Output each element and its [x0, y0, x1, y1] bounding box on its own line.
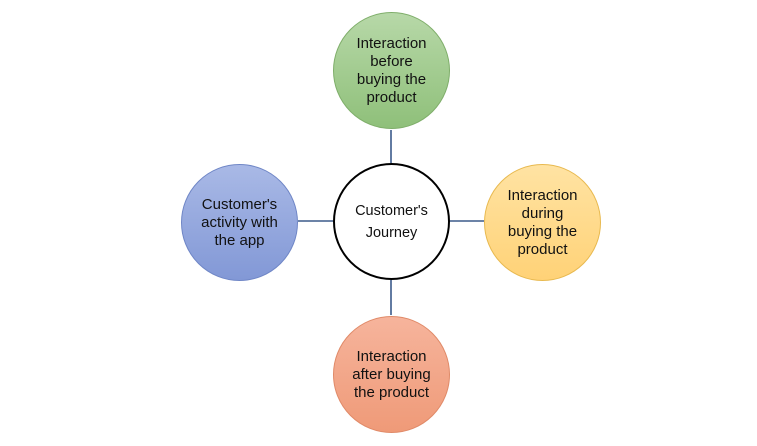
node-interaction-after-label: Interaction after buying the product: [352, 347, 431, 401]
node-interaction-before: Interaction before buying the product: [333, 12, 450, 129]
node-customer-activity: Customer's activity with the app: [181, 164, 298, 281]
node-interaction-during-label: Interaction during buying the product: [507, 186, 578, 258]
node-customer-activity-label: Customer's activity with the app: [201, 195, 278, 249]
node-customers-journey-label: Customer's Journey: [355, 202, 428, 241]
node-interaction-after: Interaction after buying the product: [333, 316, 450, 433]
node-interaction-during: Interaction during buying the product: [484, 164, 601, 281]
node-interaction-before-label: Interaction before buying the product: [356, 34, 427, 106]
node-customers-journey: Customer's Journey: [333, 163, 450, 280]
